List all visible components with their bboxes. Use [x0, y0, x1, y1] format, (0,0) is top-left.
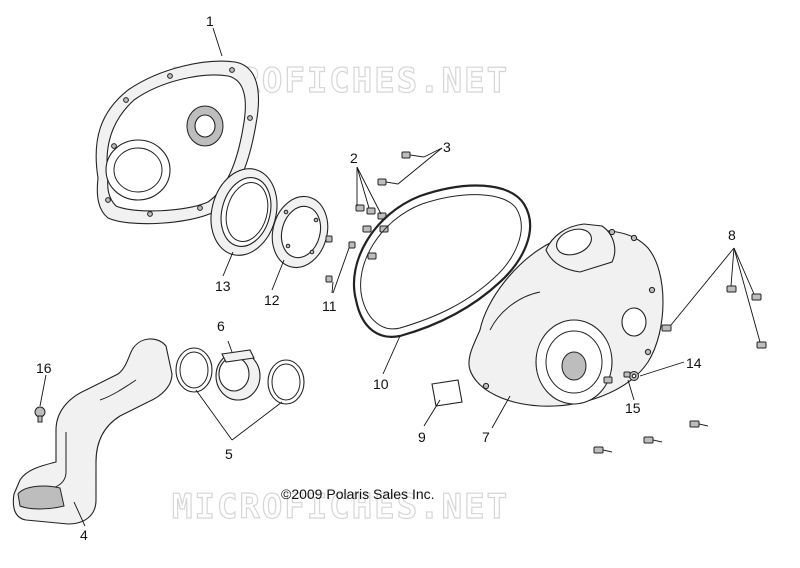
part-cover-plate — [271, 195, 329, 269]
callout-15: 15 — [625, 400, 641, 416]
part-loose-bolts — [593, 420, 709, 454]
callout-6: 6 — [217, 318, 225, 334]
part-hose-clamps — [175, 347, 305, 405]
part-seal-ring — [210, 168, 278, 256]
part-fasteners-14-15 — [603, 371, 639, 384]
part-air-intake-duct — [12, 338, 173, 525]
callout-5: 5 — [225, 446, 233, 462]
part-small-screws — [325, 235, 356, 283]
part-bolts-3 — [377, 151, 425, 186]
callout-12: 12 — [264, 292, 280, 308]
part-bolts-upper — [355, 204, 389, 260]
callout-9: 9 — [418, 429, 426, 445]
callout-2: 2 — [350, 150, 358, 166]
part-inner-clutch-cover — [95, 60, 260, 225]
leader-lines — [39, 27, 761, 527]
callout-10: 10 — [373, 376, 389, 392]
callout-13: 13 — [215, 278, 231, 294]
part-plastic-rivet — [34, 406, 46, 423]
part-outer-clutch-cover — [468, 223, 664, 407]
callout-labels: 1 2 3 4 5 6 7 8 9 10 11 12 13 14 15 16 — [36, 13, 736, 543]
watermark-bottom: MICROFICHES.NET — [172, 487, 509, 527]
callout-7: 7 — [482, 429, 490, 445]
callout-4: 4 — [80, 527, 88, 543]
callout-1: 1 — [206, 13, 214, 29]
callout-11: 11 — [322, 298, 337, 314]
part-bolts-8 — [661, 285, 767, 349]
part-duct-boot — [215, 349, 261, 401]
callout-3: 3 — [443, 139, 451, 155]
callout-16: 16 — [36, 360, 52, 376]
callout-14: 14 — [686, 355, 702, 371]
copyright-notice: ©2009 Polaris Sales Inc. — [281, 486, 435, 502]
callout-8: 8 — [728, 227, 736, 243]
part-decal-label — [431, 379, 463, 407]
